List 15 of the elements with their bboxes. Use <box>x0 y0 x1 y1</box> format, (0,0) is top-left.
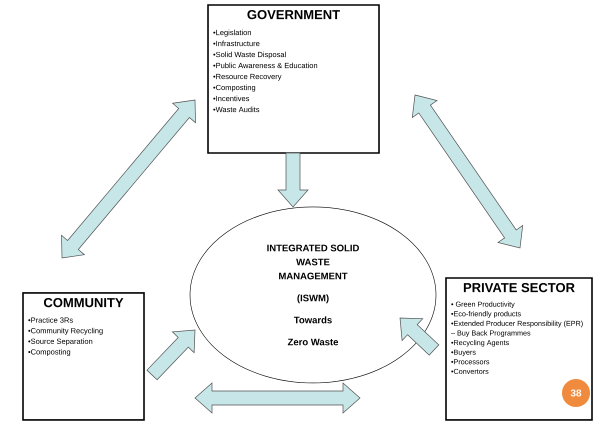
box-heading: PRIVATE SECTOR <box>464 282 575 292</box>
block-arrow <box>277 152 309 208</box>
block-arrow <box>412 94 524 248</box>
ellipse-text: Zero Waste <box>288 338 338 346</box>
stakeholder-box <box>22 292 145 421</box>
page-number: 38 <box>562 378 590 407</box>
ellipse-text: (ISWM) <box>297 294 329 304</box>
stakeholder-box <box>207 4 380 154</box>
block-arrow <box>61 100 196 258</box>
center-ellipse <box>190 206 436 384</box>
stakeholder-box <box>445 277 593 421</box>
ellipse-text: INTEGRATED SOLID WASTE MANAGEMENT <box>267 244 359 280</box>
box-heading: GOVERNMENT <box>247 10 340 20</box>
box-heading: COMMUNITY <box>44 298 124 308</box>
ellipse-text: Towards <box>294 316 332 324</box>
